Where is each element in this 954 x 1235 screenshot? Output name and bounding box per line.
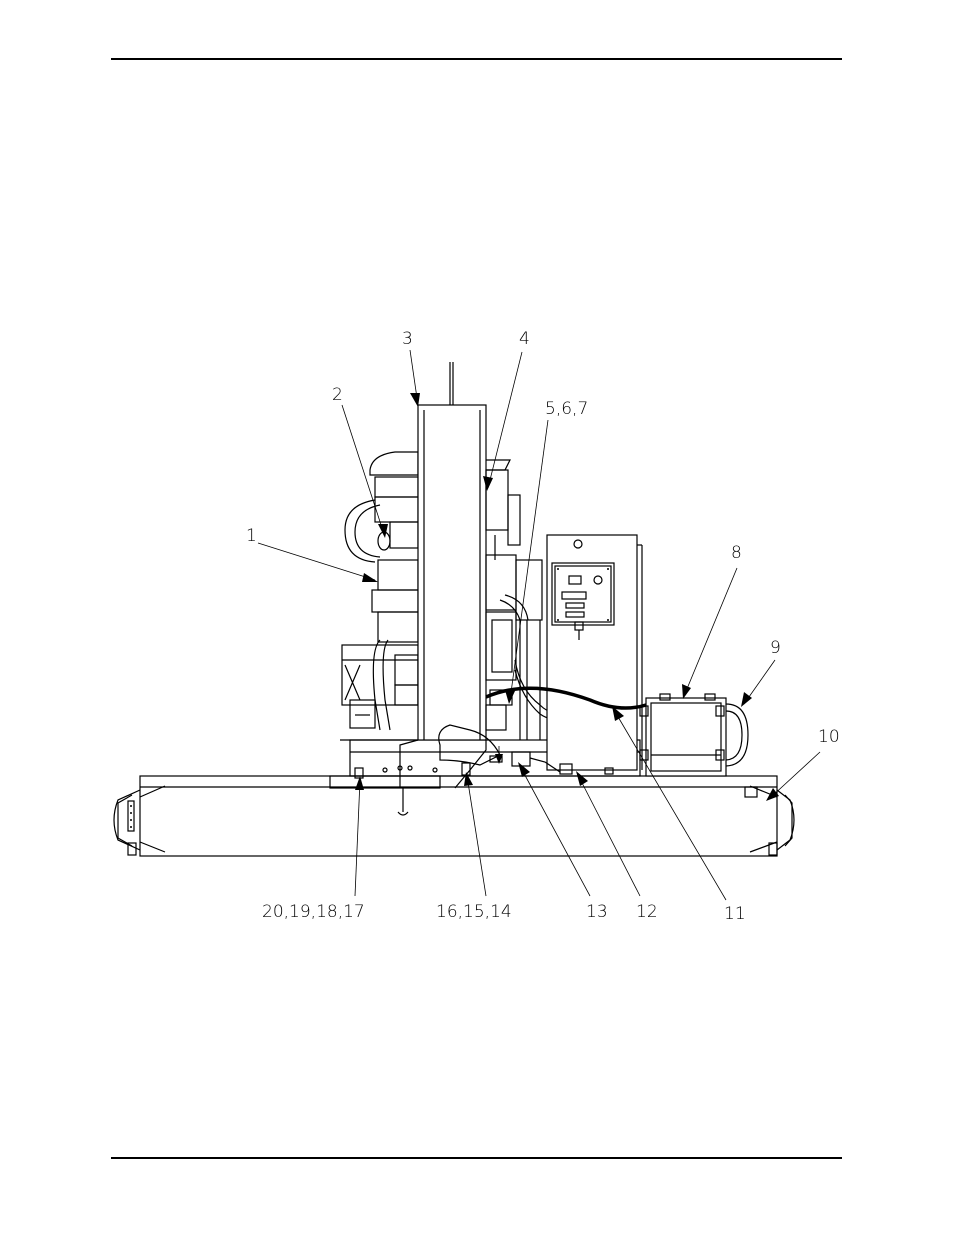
callout-8: 8	[731, 543, 742, 563]
callout-20-19-18-17: 20,19,18,17	[262, 902, 365, 922]
callout-16-15-14: 16,15,14	[436, 902, 512, 922]
engine	[340, 452, 418, 740]
skid-base	[114, 776, 794, 856]
callout-11: 11	[724, 904, 746, 924]
control-panel	[547, 535, 642, 770]
callout-12: 12	[636, 902, 658, 922]
callout-13: 13	[586, 902, 608, 922]
callout-4: 4	[519, 329, 530, 349]
callout-2: 2	[332, 385, 343, 405]
callout-10: 10	[818, 727, 840, 747]
callout-labels: 1 2 3 4 5,6,7 8 9 10 11 12 13 16,15,14 2…	[246, 329, 840, 924]
junction-box	[640, 694, 748, 776]
leader-lines	[258, 350, 820, 900]
callout-9: 9	[770, 638, 781, 658]
vertical-column	[383, 362, 486, 815]
callout-1: 1	[246, 526, 257, 546]
callout-5-6-7: 5,6,7	[545, 399, 588, 419]
callout-3: 3	[402, 329, 413, 349]
